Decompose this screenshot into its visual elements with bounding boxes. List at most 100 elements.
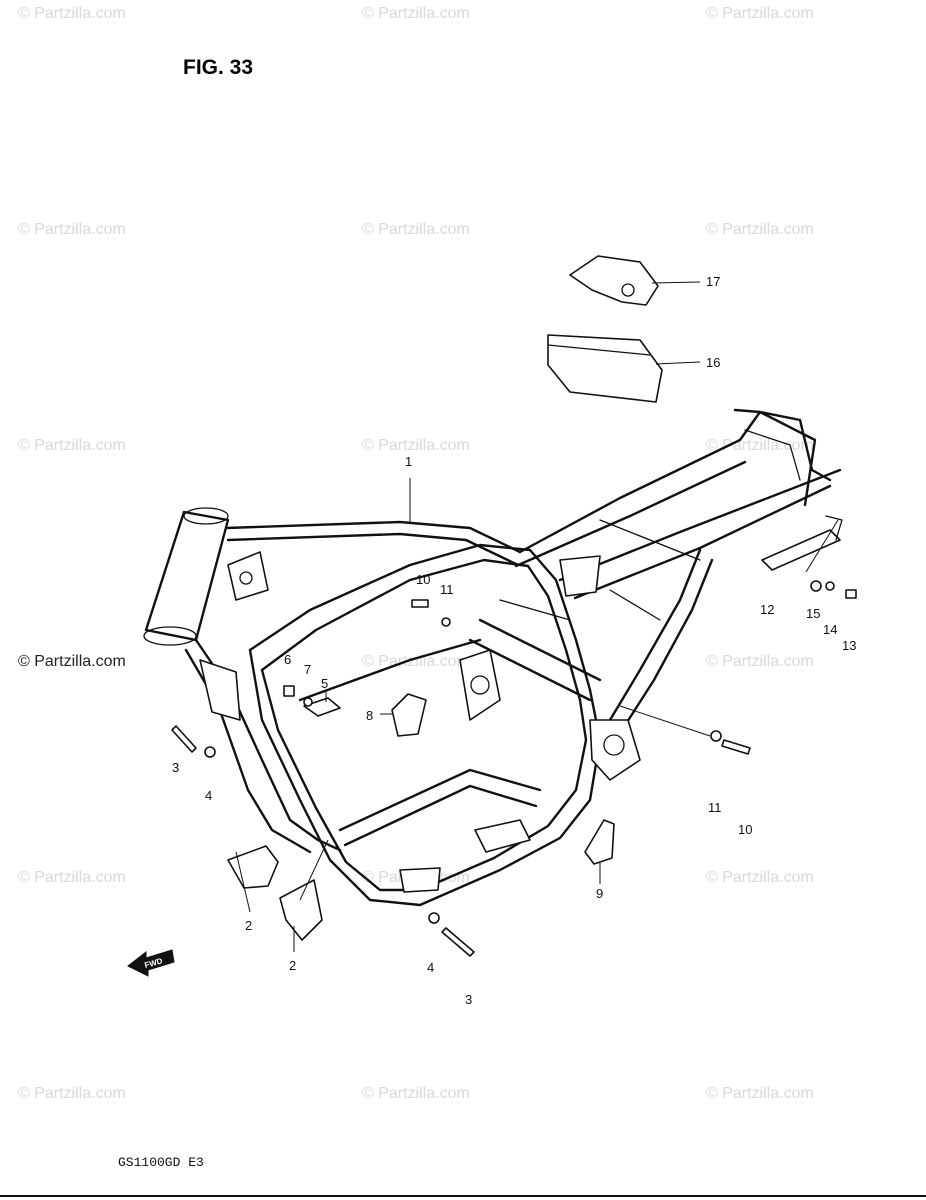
engine-mount-plate	[279, 879, 323, 941]
callout-17: 17	[706, 274, 720, 289]
rear-down-tube	[608, 548, 702, 722]
bolt-head	[411, 599, 429, 608]
nut	[710, 730, 722, 742]
bolt	[441, 927, 475, 957]
callout-13: 13	[842, 638, 856, 653]
callout-2: 2	[245, 918, 252, 933]
leader-line	[299, 839, 329, 901]
engine-plate	[303, 697, 341, 717]
callout-11: 11	[440, 582, 454, 597]
rear-pivot-plate	[589, 719, 641, 781]
watermark-grid: © Partzilla.com © Partzilla.com © Partzi…	[18, 5, 814, 1102]
callout-3: 3	[172, 760, 179, 775]
watermark: © Partzilla.com	[706, 869, 814, 886]
callout-10: 10	[416, 572, 430, 587]
rear-down-tube-inner	[620, 558, 714, 732]
head-tube-bottom	[143, 626, 197, 646]
rear-upper-rail-inner	[514, 460, 747, 568]
leader-line	[619, 705, 711, 737]
backbone-tube-inner	[226, 532, 518, 566]
watermark: © Partzilla.com	[18, 1085, 126, 1102]
lower-crossmember	[338, 768, 542, 832]
washer	[303, 697, 313, 707]
bolt-head	[283, 685, 295, 697]
lower-bracket	[474, 819, 531, 853]
washer	[810, 580, 822, 592]
callout-2: 2	[289, 958, 296, 973]
nut	[428, 912, 440, 924]
rear-seat-rail	[558, 468, 842, 582]
leader-line	[651, 281, 701, 284]
callout-12: 12	[760, 602, 774, 617]
leader-lines	[235, 281, 839, 952]
callouts: 17 16 1 10 11 12 15 14 13 6 7 5 8 3 4 11…	[172, 274, 856, 1007]
callout-1: 1	[405, 454, 412, 469]
head-gusset	[227, 551, 269, 601]
bolt	[721, 739, 751, 755]
bolt-head	[845, 589, 857, 599]
rear-strap	[761, 529, 841, 571]
model-code: GS1100GD E3	[118, 1155, 204, 1170]
forward-arrow-icon: FWD	[127, 949, 175, 977]
mid-crossmember	[298, 638, 482, 702]
rear-upper-rail	[518, 410, 832, 554]
front-engine-mount	[199, 659, 241, 721]
mounting-plate	[391, 693, 427, 737]
callout-10: 10	[738, 822, 752, 837]
rear-pivot-hole	[603, 734, 625, 756]
callout-5: 5	[321, 676, 328, 691]
callout-4: 4	[205, 788, 212, 803]
backbone-tube	[224, 520, 522, 554]
cradle-lower-loop	[248, 648, 602, 907]
watermark-prominent: © Partzilla.com	[18, 653, 126, 670]
callout-6: 6	[284, 652, 291, 667]
tail-loop	[733, 408, 817, 507]
watermark: © Partzilla.com	[18, 437, 126, 454]
callout-14: 14	[823, 622, 837, 637]
lower-crossmember-inner	[343, 784, 538, 847]
callout-11: 11	[708, 800, 722, 815]
watermark: © Partzilla.com	[706, 5, 814, 22]
watermark: © Partzilla.com	[18, 221, 126, 238]
pivot-hole	[470, 675, 490, 695]
swingarm-pivot-plate	[459, 649, 501, 721]
watermark: © Partzilla.com	[362, 5, 470, 22]
leader-line	[655, 361, 701, 365]
watermark: © Partzilla.com	[362, 653, 470, 670]
frame-body	[143, 408, 842, 907]
steering-head-tube	[144, 510, 230, 642]
leader-line	[805, 519, 839, 573]
rear-plate	[584, 819, 615, 865]
seat-crossbrace	[599, 519, 701, 561]
stand-bracket	[399, 867, 441, 893]
engine-mount-plate	[227, 845, 279, 889]
callout-9: 9	[596, 886, 603, 901]
watermark: © Partzilla.com	[362, 221, 470, 238]
watermark: © Partzilla.com	[362, 1085, 470, 1102]
battery-cover	[569, 255, 659, 306]
inner-brace	[499, 599, 571, 621]
battery-box-rim	[547, 344, 651, 356]
watermark: © Partzilla.com	[706, 653, 814, 670]
watermark: © Partzilla.com	[18, 869, 126, 886]
callout-4: 4	[427, 960, 434, 975]
cover-hole	[621, 283, 635, 297]
loose-parts	[171, 255, 857, 957]
strap-hook	[825, 515, 843, 541]
gusset-hole	[239, 571, 253, 585]
watermark: © Partzilla.com	[706, 437, 814, 454]
callout-8: 8	[366, 708, 373, 723]
watermark: © Partzilla.com	[362, 437, 470, 454]
watermark: © Partzilla.com	[706, 1085, 814, 1102]
cradle-top-loop-inner	[260, 558, 582, 702]
watermark: © Partzilla.com	[18, 5, 126, 22]
figure-title: FIG. 33	[183, 56, 253, 79]
callout-15: 15	[806, 606, 820, 621]
callout-3: 3	[465, 992, 472, 1007]
nut	[441, 617, 451, 627]
leader-line	[235, 851, 251, 913]
watermark: © Partzilla.com	[706, 221, 814, 238]
callout-16: 16	[706, 355, 720, 370]
